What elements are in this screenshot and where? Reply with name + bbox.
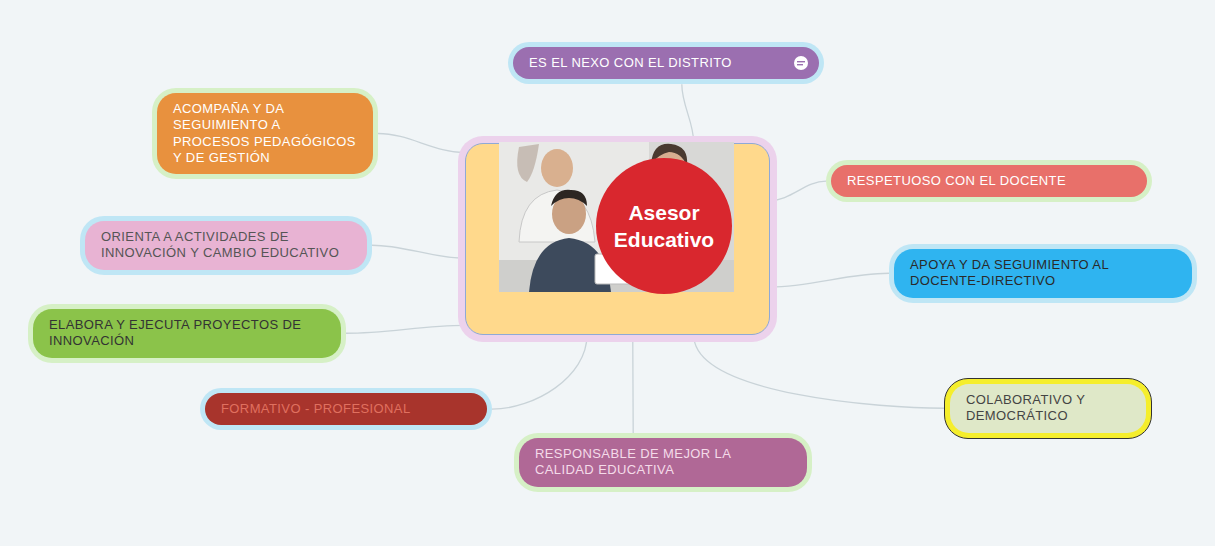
branch-pill: ACOMPAÑA Y DA SEGUIMIENTO A PROCESOS PED… — [157, 93, 373, 174]
branch-connector — [694, 335, 944, 408]
branch-connector — [770, 273, 889, 287]
branch-pill: ORIENTA A ACTIVIDADES DE INNOVACIÓN Y CA… — [85, 221, 367, 270]
branch-bubble: APOYA Y DA SEGUIMIENTO AL DOCENTE-DIRECT… — [889, 244, 1197, 303]
comment-icon — [793, 55, 809, 71]
central-title: Asesor Educativo — [604, 199, 724, 254]
branch-pill: FORMATIVO - PROFESIONAL — [205, 393, 487, 425]
branch-text: RESPETUOSO CON EL DOCENTE — [847, 173, 1131, 189]
branch-bubble: RESPETUOSO CON EL DOCENTE — [826, 160, 1152, 202]
branch-text: ACOMPAÑA Y DA SEGUIMIENTO A PROCESOS PED… — [173, 101, 357, 166]
branch-bubble: RESPONSABLE DE MEJOR LA CALIDAD EDUCATIV… — [514, 433, 812, 492]
branch-connector — [378, 134, 465, 153]
branch-connector — [372, 245, 465, 258]
branch-pill: RESPONSABLE DE MEJOR LA CALIDAD EDUCATIV… — [519, 438, 807, 487]
branch-pill: RESPETUOSO CON EL DOCENTE — [831, 165, 1147, 197]
branch-pill: COLABORATIVO Y DEMOCRÁTICO — [950, 384, 1146, 433]
branch-bubble: FORMATIVO - PROFESIONAL — [200, 388, 492, 430]
branch-connector — [682, 84, 694, 143]
branch-pill: ELABORA Y EJECUTA PROYECTOS DE INNOVACIÓ… — [33, 309, 341, 358]
branch-text: ELABORA Y EJECUTA PROYECTOS DE INNOVACIÓ… — [49, 317, 325, 350]
branch-connector — [770, 181, 826, 200]
branch-connector — [632, 335, 634, 433]
title-circle: Asesor Educativo — [596, 158, 732, 294]
branch-bubble: ES EL NEXO CON EL DISTRITO — [508, 42, 824, 84]
branch-text: COLABORATIVO Y DEMOCRÁTICO — [966, 392, 1130, 425]
branch-text: APOYA Y DA SEGUIMIENTO AL DOCENTE-DIRECT… — [910, 257, 1176, 290]
branch-pill: ES EL NEXO CON EL DISTRITO — [513, 47, 819, 79]
branch-connector — [492, 335, 587, 409]
branch-text: ORIENTA A ACTIVIDADES DE INNOVACIÓN Y CA… — [101, 229, 351, 262]
branch-bubble: ELABORA Y EJECUTA PROYECTOS DE INNOVACIÓ… — [28, 304, 346, 363]
branch-bubble: COLABORATIVO Y DEMOCRÁTICO — [944, 378, 1152, 439]
branch-text: ES EL NEXO CON EL DISTRITO — [529, 55, 785, 71]
branch-text: RESPONSABLE DE MEJOR LA CALIDAD EDUCATIV… — [535, 446, 791, 479]
branch-pill: APOYA Y DA SEGUIMIENTO AL DOCENTE-DIRECT… — [894, 249, 1192, 298]
branch-text: FORMATIVO - PROFESIONAL — [221, 401, 471, 417]
branch-bubble: ORIENTA A ACTIVIDADES DE INNOVACIÓN Y CA… — [80, 216, 372, 275]
branch-connector — [346, 325, 465, 333]
central-box: Asesor Educativo — [465, 143, 770, 335]
branch-bubble: ACOMPAÑA Y DA SEGUIMIENTO A PROCESOS PED… — [152, 88, 378, 179]
